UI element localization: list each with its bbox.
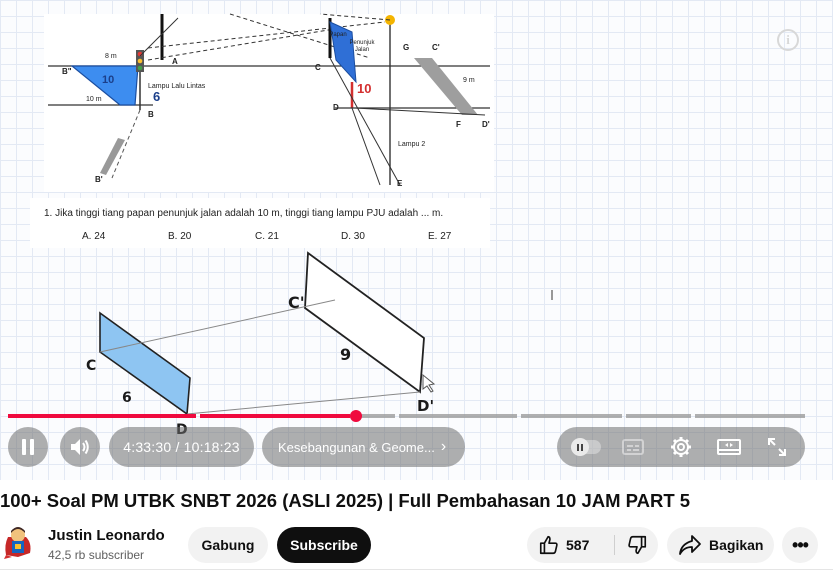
option-a: A. 24 [82, 231, 106, 242]
fullscreen-icon[interactable] [765, 435, 789, 459]
bottom-divider [0, 569, 833, 570]
top-figure-card [44, 14, 494, 192]
label-10m: 10 m [86, 96, 102, 103]
label-C-prime-hand: C' [288, 293, 305, 312]
volume-button[interactable] [60, 427, 100, 467]
label-A: A [172, 57, 178, 66]
label-papan-2: Penunjuk [349, 40, 375, 46]
like-button[interactable]: 587 [527, 527, 613, 563]
video-title: 100+ Soal PM UTBK SNBT 2026 (ASLI 2025) … [0, 490, 691, 511]
pause-icon [22, 439, 34, 455]
question-text: 1. Jika tinggi tiang papan penunjuk jala… [44, 208, 443, 219]
join-button[interactable]: Gabung [188, 527, 268, 563]
label-D-prime-top: D' [482, 120, 490, 129]
bottom-figure: C' C 9 6 D' D [86, 251, 553, 438]
label-C-top: C [315, 63, 321, 72]
label-G: G [403, 43, 409, 52]
label-C-hand: C [86, 358, 96, 374]
label-papan-1: Papan [329, 32, 346, 38]
label-C-prime-top: C' [432, 43, 440, 52]
video-frame: 8 m A B" 10 Lampu Lalu Lintas 10 m 6 B B… [30, 13, 553, 438]
label-10-blue: 10 [102, 74, 114, 86]
label-10-red: 10 [357, 81, 371, 96]
like-divider [614, 535, 615, 555]
info-icon[interactable]: i [777, 29, 799, 51]
label-D-prime-hand: D' [417, 397, 434, 415]
option-e: E. 27 [428, 231, 452, 242]
option-d: D. 30 [341, 231, 365, 242]
thumbs-down-icon [627, 535, 646, 555]
dislike-button[interactable] [615, 527, 658, 563]
chapter-label: Kesebangunan & Geome... [278, 439, 435, 455]
chapter-segment[interactable] [399, 414, 517, 418]
label-9m: 9 m [463, 77, 475, 84]
option-c: C. 21 [255, 231, 279, 242]
label-lampu-lalu-lintas: Lampu Lalu Lintas [148, 83, 206, 90]
chapter-button[interactable]: Kesebangunan & Geome... › [262, 427, 465, 467]
chapter-segment[interactable] [200, 414, 395, 418]
volume-icon [71, 439, 89, 455]
label-lampu-2: Lampu 2 [398, 141, 425, 148]
chapter-segment[interactable] [626, 414, 691, 418]
label-B2: B" [62, 67, 72, 76]
settings-icon[interactable] [669, 435, 693, 459]
chevron-right-icon: › [440, 438, 447, 455]
avatar[interactable] [0, 523, 36, 563]
right-controls [557, 427, 805, 467]
chapter-segment[interactable] [695, 414, 805, 418]
label-8m: 8 m [105, 53, 117, 60]
autoplay-toggle[interactable] [571, 438, 601, 456]
label-B-prime: B' [95, 175, 103, 184]
autoplay-toggle-icon [571, 438, 589, 456]
progress-bar[interactable] [8, 410, 805, 422]
label-E: E [397, 179, 403, 188]
subscriber-count: 42,5 rb subscriber [48, 548, 145, 562]
label-D-top: D [333, 103, 339, 112]
label-6-hand: 6 [122, 390, 132, 406]
progress-scrubber[interactable] [350, 410, 362, 422]
share-button[interactable]: Bagikan [667, 527, 774, 563]
time-display: 4:33:30 / 10:18:23 [109, 427, 254, 467]
option-b: B. 20 [168, 231, 192, 242]
video-player[interactable]: 8 m A B" 10 Lampu Lalu Lintas 10 m 6 B B… [0, 0, 833, 480]
share-label: Bagikan [709, 537, 764, 553]
subscribe-button[interactable]: Subscribe [277, 527, 371, 563]
like-count: 587 [566, 537, 590, 553]
theater-mode-icon[interactable] [717, 435, 741, 459]
chapter-segment[interactable] [521, 414, 622, 418]
share-icon [679, 535, 701, 555]
label-6-blue: 6 [153, 89, 160, 104]
more-actions-button[interactable]: ••• [782, 527, 818, 563]
thumbs-up-icon [539, 535, 558, 555]
label-F: F [456, 120, 461, 129]
pause-button[interactable] [8, 427, 48, 467]
label-9-hand: 9 [340, 345, 351, 364]
subtitles-icon[interactable] [621, 435, 645, 459]
channel-name[interactable]: Justin Leonardo [48, 527, 165, 544]
label-B: B [148, 110, 154, 119]
chapter-segment[interactable] [8, 414, 196, 418]
label-papan-3: Jalan [355, 47, 369, 53]
question-card [30, 198, 490, 248]
like-dislike-group: 587 [527, 527, 658, 563]
